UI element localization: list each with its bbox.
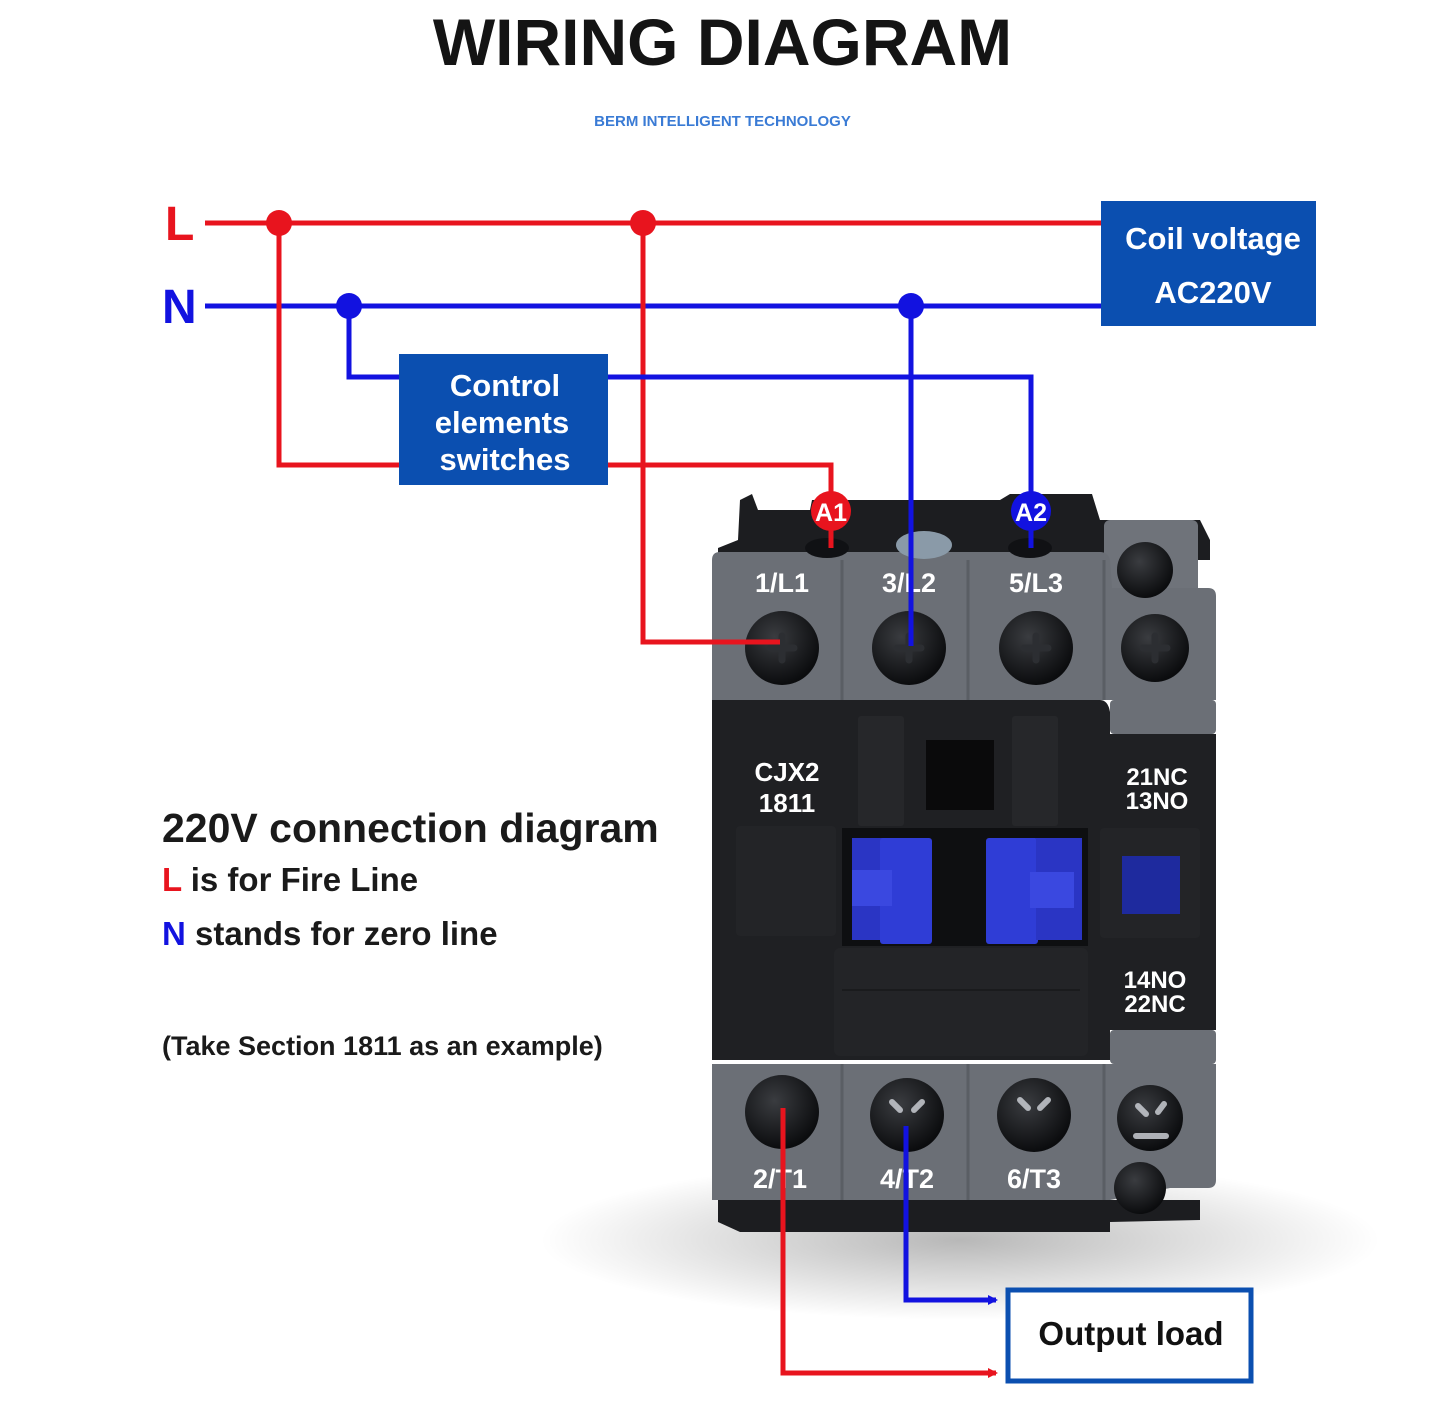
output-wire-t1 [780, 1108, 998, 1378]
panel-left [736, 826, 836, 936]
coil-terminal-a1-label: A1 [815, 499, 847, 527]
control-elements-box [399, 354, 608, 485]
coil-voltage-label: Coil voltage [1125, 221, 1301, 256]
output-load-box [1005, 1287, 1254, 1384]
aux-label-22nc: 22NC [1124, 991, 1185, 1018]
indicator-window [926, 740, 994, 810]
aux-indicator [1122, 856, 1180, 914]
legend: 220V connection diagram L is for Fire Li… [162, 803, 659, 1062]
bottom-terminal-block [712, 1064, 1216, 1200]
screw-bottom-t3 [997, 1078, 1071, 1152]
panel-bottom [834, 948, 1088, 1056]
aux-label-13no: 13NO [1126, 788, 1189, 815]
legend-live-desc: is for Fire Line [181, 861, 419, 898]
terminal-label-t3: 6/T3 [1007, 1164, 1061, 1194]
top-terminal-block [712, 552, 1216, 700]
screw-aux-top-1 [1117, 542, 1173, 598]
legend-neutral: N stands for zero line [162, 907, 659, 961]
live-wire-to-control [276, 223, 402, 468]
model-number: 1811 [759, 788, 815, 818]
model-name: CJX2 [754, 757, 819, 787]
coil-terminal-a2-badge [1011, 491, 1051, 531]
screw-aux-bottom-1 [1117, 1085, 1183, 1151]
legend-note: (Take Section 1811 as an example) [162, 1031, 603, 1061]
coil-terminal-a2-label: A2 [1015, 499, 1047, 527]
junction-neutral-1 [336, 293, 362, 319]
terminal-label-t1: 2/T1 [753, 1164, 807, 1194]
screw-bottom-t2 [870, 1078, 944, 1152]
legend-heading: 220V connection diagram [162, 805, 659, 851]
output-wire-t2 [903, 1126, 998, 1305]
junction-live-2 [630, 210, 656, 236]
page-title: WIRING DIAGRAM [432, 5, 1013, 79]
brand-subtitle: BERM INTELLIGENT TECHNOLOGY [594, 113, 851, 130]
control-wire-to-a1 [606, 462, 834, 500]
live-wire-to-l1 [640, 223, 780, 645]
control-elements-line3: switches [440, 442, 571, 477]
terminal-label-l1: 1/L1 [755, 568, 809, 598]
legend-live: L is for Fire Line [162, 853, 659, 907]
contactor [712, 494, 1216, 1232]
actuator [852, 838, 1082, 944]
output-load-label: Output load [1038, 1315, 1223, 1352]
aux-label-14no: 14NO [1124, 967, 1187, 994]
aux-label-21nc: 21NC [1126, 764, 1187, 791]
window-top [858, 716, 904, 826]
control-elements-line1: Control [450, 368, 560, 403]
neutral-line-label: N [162, 281, 197, 334]
neutral-wire-to-control [346, 306, 402, 380]
live-line-label: L [165, 198, 194, 251]
control-elements-line2: elements [435, 405, 569, 440]
legend-live-key: L [162, 861, 182, 898]
screw-aux-bottom-2 [1114, 1162, 1166, 1214]
legend-neutral-desc: stands for zero line [185, 915, 498, 952]
neutral-wire-to-a2 [606, 374, 1034, 500]
junction-live-1 [266, 210, 292, 236]
terminal-label-l3: 5/L3 [1009, 568, 1063, 598]
coil-terminal-a1-badge [811, 491, 851, 531]
coil-voltage-box [1101, 201, 1316, 326]
coil-voltage-value: AC220V [1154, 275, 1271, 310]
junction-neutral-2 [898, 293, 924, 319]
legend-neutral-key: N [162, 915, 186, 952]
